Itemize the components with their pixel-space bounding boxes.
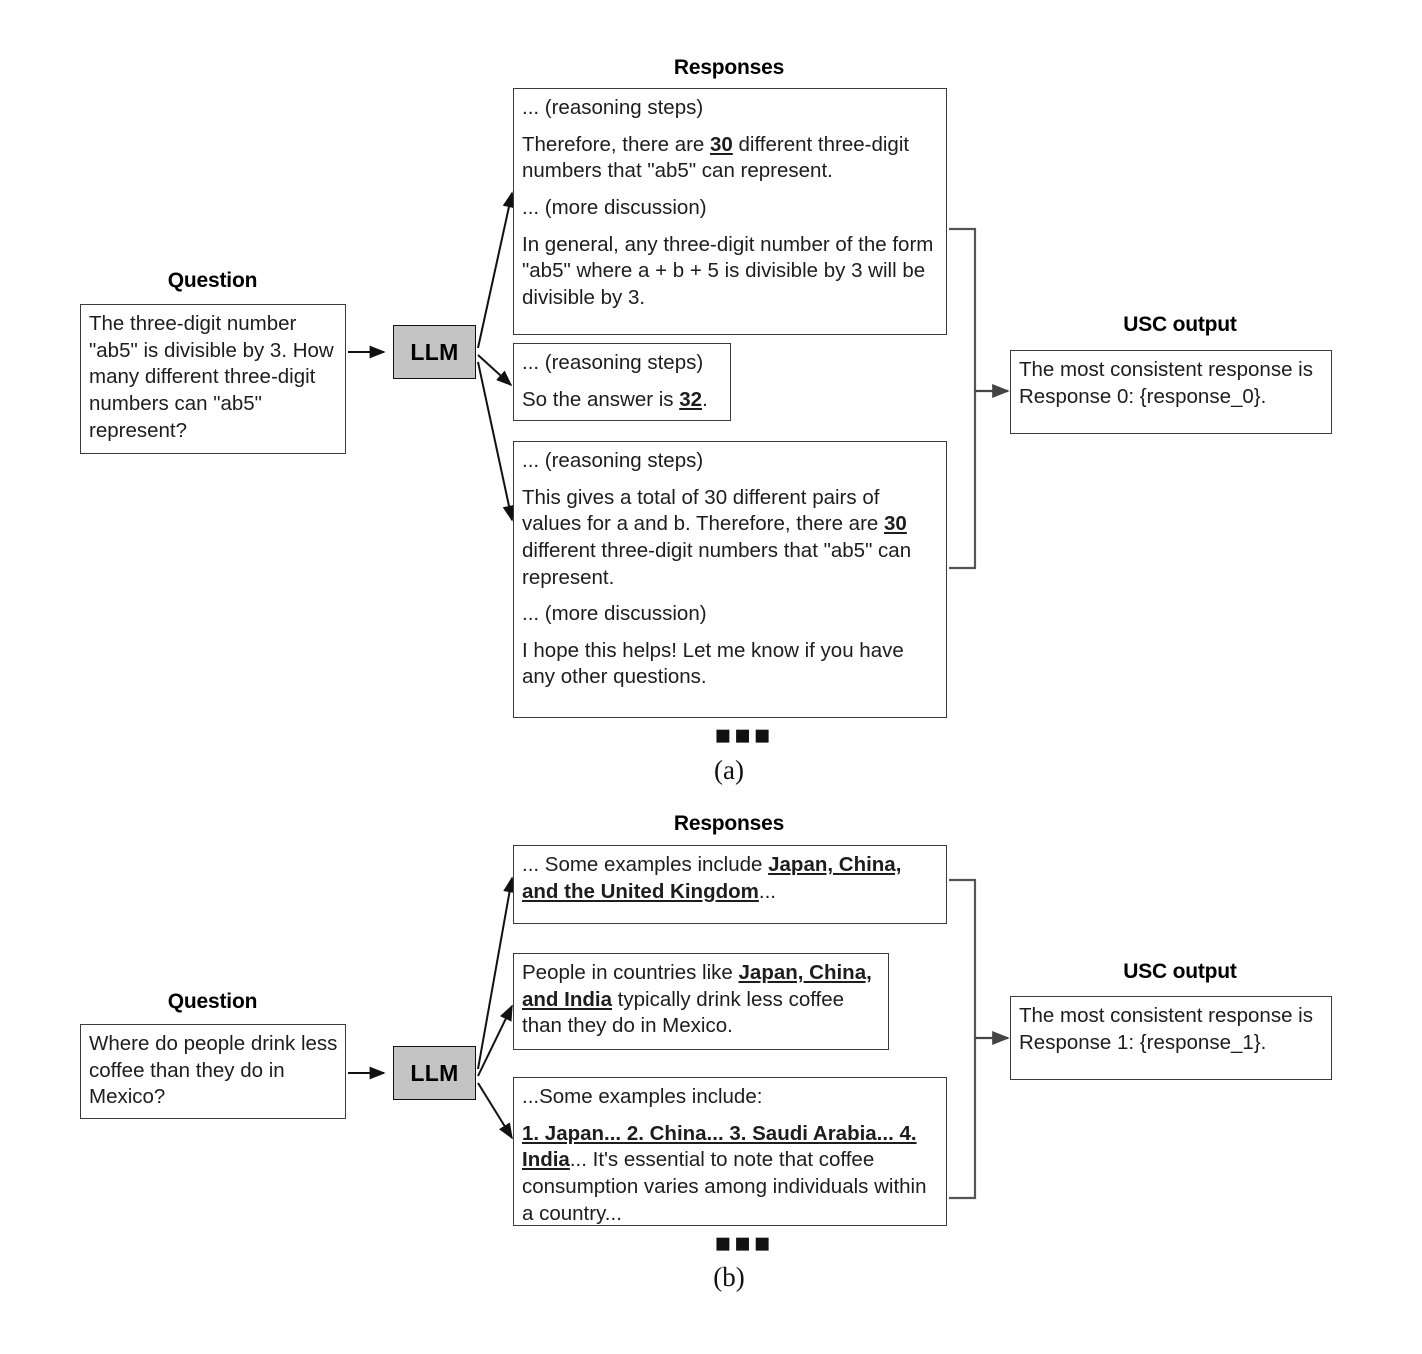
response-paragraph: ...Some examples include: <box>522 1084 939 1111</box>
response-text: different three-digit numbers that "ab5"… <box>522 538 912 589</box>
response-text: This gives a total of 30 different pairs… <box>522 485 885 536</box>
highlighted-answer: 1. Japan... 2. China... 3. Saudi Arabia.… <box>522 1121 917 1172</box>
arrow-llm-to-response-0-b <box>477 876 516 1070</box>
response-text: ... (more discussion) <box>522 602 707 626</box>
usc-output-text-a: The most consistent response is Response… <box>1019 358 1313 408</box>
highlighted-answer: 32 <box>679 387 703 411</box>
panel-label-a: (a) <box>714 755 744 785</box>
arrow-llm-to-response-2-a <box>477 361 516 522</box>
response-text: ... (more discussion) <box>522 195 707 219</box>
response-box-0-a: ... (reasoning steps) Therefore, there ar… <box>513 88 947 335</box>
usc-output-heading-b: USC output <box>1123 960 1237 983</box>
llm-label-b: LLM <box>410 1059 459 1086</box>
bracket-responses-a <box>949 227 977 570</box>
response-paragraph: In general, any three-digit number of th… <box>522 232 939 312</box>
response-text: ... <box>758 879 776 903</box>
response-text: Therefore, there are <box>522 132 711 156</box>
response-paragraph: ... (reasoning steps) <box>522 448 939 475</box>
responses-ellipsis-a: ▪▪▪ <box>714 720 773 750</box>
question-heading-a: Question <box>167 269 258 292</box>
arrow-llm-to-response-1-b <box>477 1004 513 1077</box>
response-text: I hope this helps! Let me know if you ha… <box>522 638 904 689</box>
response-text: ... (reasoning steps) <box>522 449 704 472</box>
response-paragraph: 1. Japan... 2. China... 3. Saudi Arabia.… <box>522 1121 939 1228</box>
highlighted-answer: Japan, China, and the United Kingdom <box>522 853 902 903</box>
usc-output-box-b: The most consistent response is Response… <box>1010 996 1332 1080</box>
response-paragraph: ... (reasoning steps) <box>522 350 723 377</box>
response-text: different three-digit numbers that "ab5"… <box>522 132 910 183</box>
highlighted-answer: 30 <box>710 132 733 156</box>
highlighted-answer: Japan, China, and India <box>522 961 872 1011</box>
response-text: ...Some examples include: <box>522 1085 763 1108</box>
question-text-b: Where do people drink less coffee than t… <box>89 1032 338 1109</box>
bracket-responses-b <box>949 878 977 1200</box>
usc-output-text-b: The most consistent response is Response… <box>1019 1004 1313 1054</box>
response-box-1-b: People in countries like Japan, China, a… <box>513 953 889 1050</box>
response-paragraph: Therefore, there are 30 different three-… <box>522 132 939 185</box>
question-box-a: The three-digit number "ab5" is divisibl… <box>80 304 346 454</box>
panel-label-b: (b) <box>713 1262 745 1292</box>
arrow-llm-to-response-2-b <box>477 1082 513 1140</box>
response-box-2-b: ...Some examples include: 1. Japan... 2. … <box>513 1077 947 1226</box>
responses-heading-a: Responses <box>673 56 785 79</box>
response-text: ... Some examples include <box>522 853 769 876</box>
question-text-a: The three-digit number "ab5" is divisibl… <box>89 312 334 442</box>
response-paragraph: ... (reasoning steps) <box>522 95 939 122</box>
response-text: People in countries like <box>522 961 739 984</box>
response-paragraph: ... Some examples include Japan, China, … <box>522 852 939 905</box>
response-paragraph: People in countries like Japan, China, a… <box>522 960 881 1040</box>
response-text: In general, any three-digit number of th… <box>522 232 934 309</box>
llm-node-b: LLM <box>393 1046 476 1100</box>
response-text: . <box>702 387 708 411</box>
response-paragraph: This gives a total of 30 different pairs… <box>522 485 939 592</box>
question-heading-b: Question <box>167 990 258 1013</box>
arrow-llm-to-response-0-a <box>477 191 516 349</box>
llm-node-a: LLM <box>393 325 476 379</box>
response-box-2-a: ... (reasoning steps) This gives a total … <box>513 441 947 718</box>
question-box-b: Where do people drink less coffee than t… <box>80 1024 346 1119</box>
response-paragraph: ... (more discussion) <box>522 195 939 222</box>
llm-label-a: LLM <box>410 338 459 365</box>
response-text: ... (reasoning steps) <box>522 96 704 119</box>
highlighted-answer: 30 <box>884 512 907 536</box>
response-box-1-a: ... (reasoning steps) So the answer is 32… <box>513 343 731 421</box>
response-box-0-b: ... Some examples include Japan, China, … <box>513 845 947 924</box>
usc-output-box-a: The most consistent response is Response… <box>1010 350 1332 434</box>
response-text: typically drink less coffee than they do… <box>522 987 845 1038</box>
response-paragraph: ... (more discussion) <box>522 601 939 628</box>
response-paragraph: I hope this helps! Let me know if you ha… <box>522 638 939 691</box>
responses-ellipsis-b: ▪▪▪ <box>714 1228 773 1258</box>
responses-heading-b: Responses <box>673 812 785 835</box>
response-text: So the answer is <box>522 387 680 411</box>
response-text: ... (reasoning steps) <box>522 351 704 374</box>
response-paragraph: So the answer is 32. <box>522 387 723 414</box>
response-text: ... It's essential to note that coffee c… <box>522 1148 927 1225</box>
usc-output-heading-a: USC output <box>1123 313 1237 336</box>
arrow-llm-to-response-1-a <box>477 354 513 387</box>
